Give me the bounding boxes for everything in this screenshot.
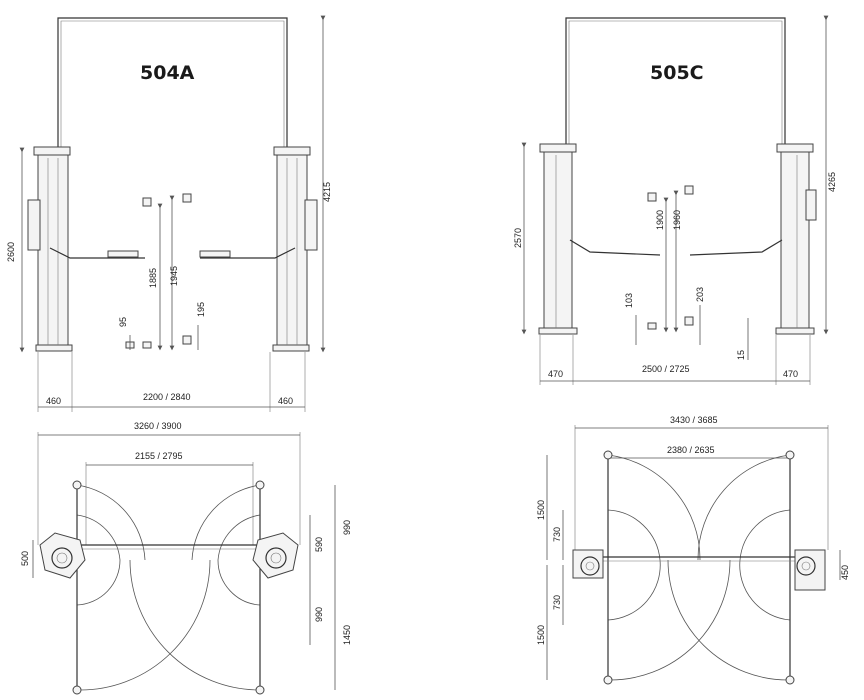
dim-plan-reach-lower-2: 1450: [342, 625, 352, 645]
post-base-left-plan: [39, 532, 86, 579]
post-base-left-plan-505c: [572, 549, 604, 579]
dim-inner-width-505c: 2500 / 2725: [642, 364, 690, 374]
dim-plan-reach-upper-2: 590: [314, 537, 324, 552]
dim-post-base-right: 460: [278, 396, 293, 406]
dim-plan-reach-lower-505c: 730: [552, 595, 562, 610]
lift-pads-505c: [647, 185, 694, 330]
front-view-505c: 505C 2570 4265: [513, 15, 837, 385]
dim-plan-post-depth-505c: 450: [840, 565, 850, 580]
dim-plan-inner-width: 2155 / 2795: [135, 451, 183, 461]
dim-arm-max-2: 1945: [169, 266, 179, 286]
post-base-right-plan: [252, 532, 299, 579]
lift-arm-left: [49, 247, 145, 259]
lift-arm-right-505c: [689, 239, 783, 256]
dim-inner-width: 2200 / 2840: [143, 392, 191, 402]
post-base-right-plan-505c: [794, 549, 826, 591]
dim-plan-post-depth: 500: [20, 551, 30, 566]
dim-post-height-505c: 2570: [513, 228, 523, 248]
dim-arm-max-2-505c: 1960: [672, 210, 682, 230]
front-view-504a: 504A: [6, 15, 332, 412]
dim-plan-reach-lower: 990: [314, 607, 324, 622]
dim-post-height: 2600: [6, 242, 16, 262]
dim-plan-overall-width: 3260 / 3900: [134, 421, 182, 431]
dim-total-height: 4215: [322, 182, 332, 202]
arm-swing-arc: [76, 484, 146, 561]
post-left-505c: [538, 143, 578, 335]
dim-floor-clearance-505c: 15: [736, 350, 746, 360]
model-title-504a: 504A: [140, 62, 195, 84]
dim-plan-inner-width-505c: 2380 / 2635: [667, 445, 715, 455]
lift-pads: [125, 193, 192, 349]
dim-arm-max-505c: 1900: [655, 210, 665, 230]
dim-plan-reach-upper-2-505c: 730: [552, 527, 562, 542]
model-title-505c: 505C: [650, 62, 704, 84]
dim-arm-min-2-505c: 203: [695, 287, 705, 302]
arm-swing-arc-505c: [607, 454, 701, 561]
plan-view-504a: 3260 / 3900 2155 / 2795: [20, 421, 352, 695]
post-left: [27, 146, 73, 352]
dim-arm-min: 95: [118, 317, 128, 327]
dim-plan-reach-lower-2-505c: 1500: [536, 625, 546, 645]
dim-post-base-right-505c: 470: [783, 369, 798, 379]
dim-plan-overall-width-505c: 3430 / 3685: [670, 415, 718, 425]
dim-plan-reach-upper-505c: 1500: [536, 500, 546, 520]
post-right: [272, 146, 318, 352]
plan-view-505c: 3430 / 3685 2380 / 2635 1500: [536, 415, 850, 685]
dim-arm-min-2: 195: [196, 302, 206, 317]
overhead-frame-505c: [565, 17, 786, 150]
dim-arm-max: 1885: [148, 268, 158, 288]
dim-plan-reach-upper: 990: [342, 520, 352, 535]
lift-arm-left-505c: [569, 239, 661, 256]
overhead-frame: [57, 17, 288, 150]
dim-total-height-505c: 4265: [827, 172, 837, 192]
dim-post-base-left-505c: 470: [548, 369, 563, 379]
post-right-505c: [775, 143, 817, 335]
dim-arm-min-505c: 103: [624, 293, 634, 308]
lift-arm-right: [199, 247, 296, 259]
dim-post-base-left: 460: [46, 396, 61, 406]
